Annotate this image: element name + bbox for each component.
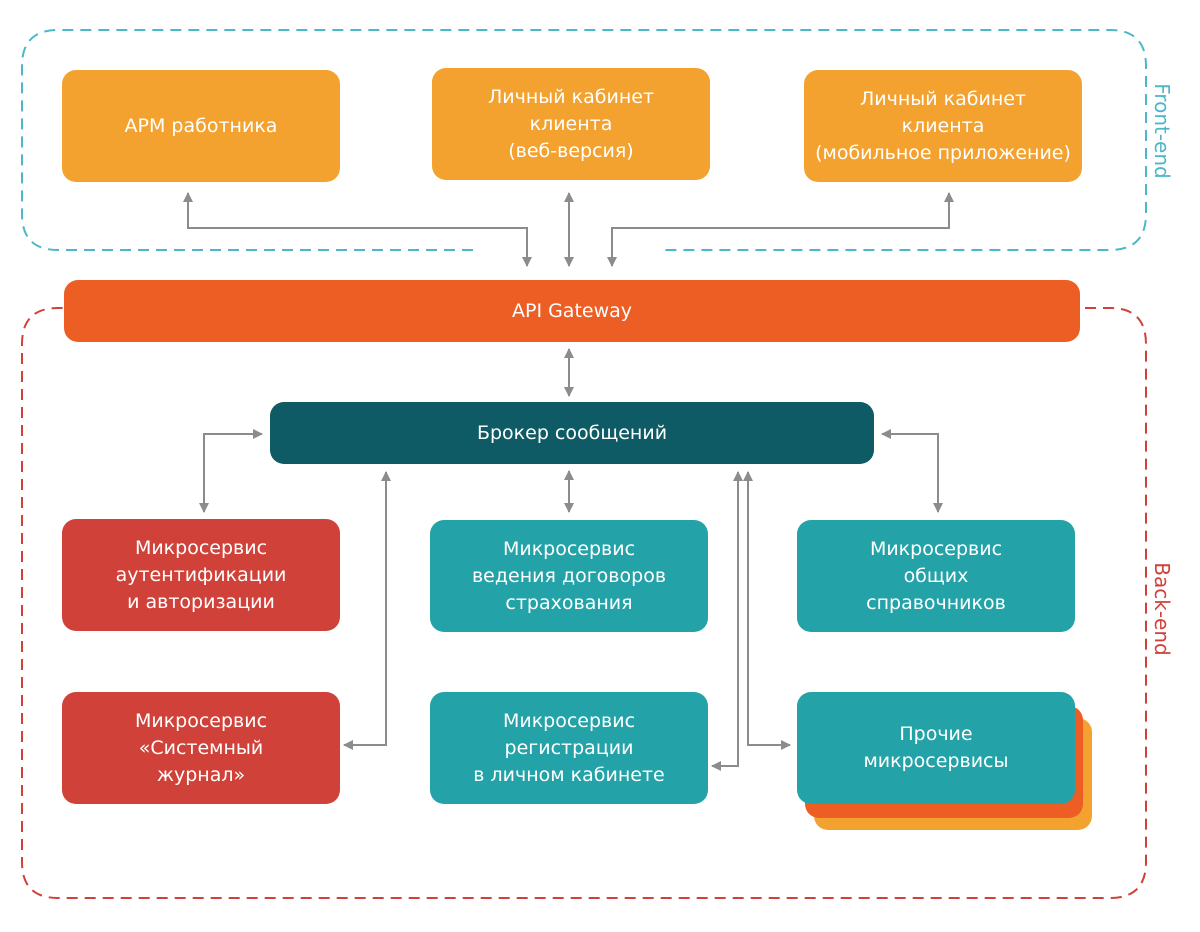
auth-service-label: Микросервис аутентификации и авторизации xyxy=(115,536,287,613)
client-web-box: Личный кабинет клиента (веб-версия) xyxy=(432,68,710,180)
backend-side-label: Back-end xyxy=(1150,562,1174,656)
contracts-service-label: Микросервис ведения договоров страховани… xyxy=(471,537,667,614)
arrow-broker-other xyxy=(743,471,791,750)
arm-worker-box: АРМ работника xyxy=(62,70,340,182)
other-services-label: Прочие микросервисы xyxy=(863,723,1009,772)
backend-region-border xyxy=(21,307,1147,899)
arrow-broker-auth xyxy=(199,429,263,513)
dictionaries-service-box: Микросервис общих справочников xyxy=(797,520,1075,632)
registration-service-box: Микросервис регистрации в личном кабинет… xyxy=(430,692,708,804)
client-mobile-label: Личный кабинет клиента (мобильное прилож… xyxy=(815,87,1071,164)
registration-service-label: Микросервис регистрации в личном кабинет… xyxy=(473,709,665,786)
dictionaries-service-label: Микросервис общих справочников xyxy=(866,537,1006,614)
arm-worker-label: АРМ работника xyxy=(124,114,278,137)
contracts-service-box: Микросервис ведения договоров страховани… xyxy=(430,520,708,632)
arrow-gateway-mobile xyxy=(607,192,954,267)
arrow-broker-registration xyxy=(711,471,743,771)
auth-service-box: Микросервис аутентификации и авторизации xyxy=(62,519,340,631)
arrow-broker-dictionaries xyxy=(881,429,943,513)
arrow-gateway-arm xyxy=(183,192,532,267)
message-broker-label: Брокер сообщений xyxy=(476,421,668,444)
api-gateway-label: API Gateway xyxy=(511,299,633,322)
other-services-box: Прочие микросервисы xyxy=(797,692,1075,804)
api-gateway-box: API Gateway xyxy=(64,280,1080,342)
message-broker-box: Брокер сообщений xyxy=(270,402,874,464)
syslog-service-label: Микросервис «Системный журнал» xyxy=(134,709,268,786)
frontend-region-border xyxy=(21,29,1147,251)
client-web-label: Личный кабинет клиента (веб-версия) xyxy=(487,85,655,162)
arrow-broker-syslog xyxy=(343,471,391,750)
syslog-service-box: Микросервис «Системный журнал» xyxy=(62,692,340,804)
client-mobile-box: Личный кабинет клиента (мобильное прилож… xyxy=(804,70,1082,182)
frontend-side-label: Front-end xyxy=(1150,83,1174,179)
